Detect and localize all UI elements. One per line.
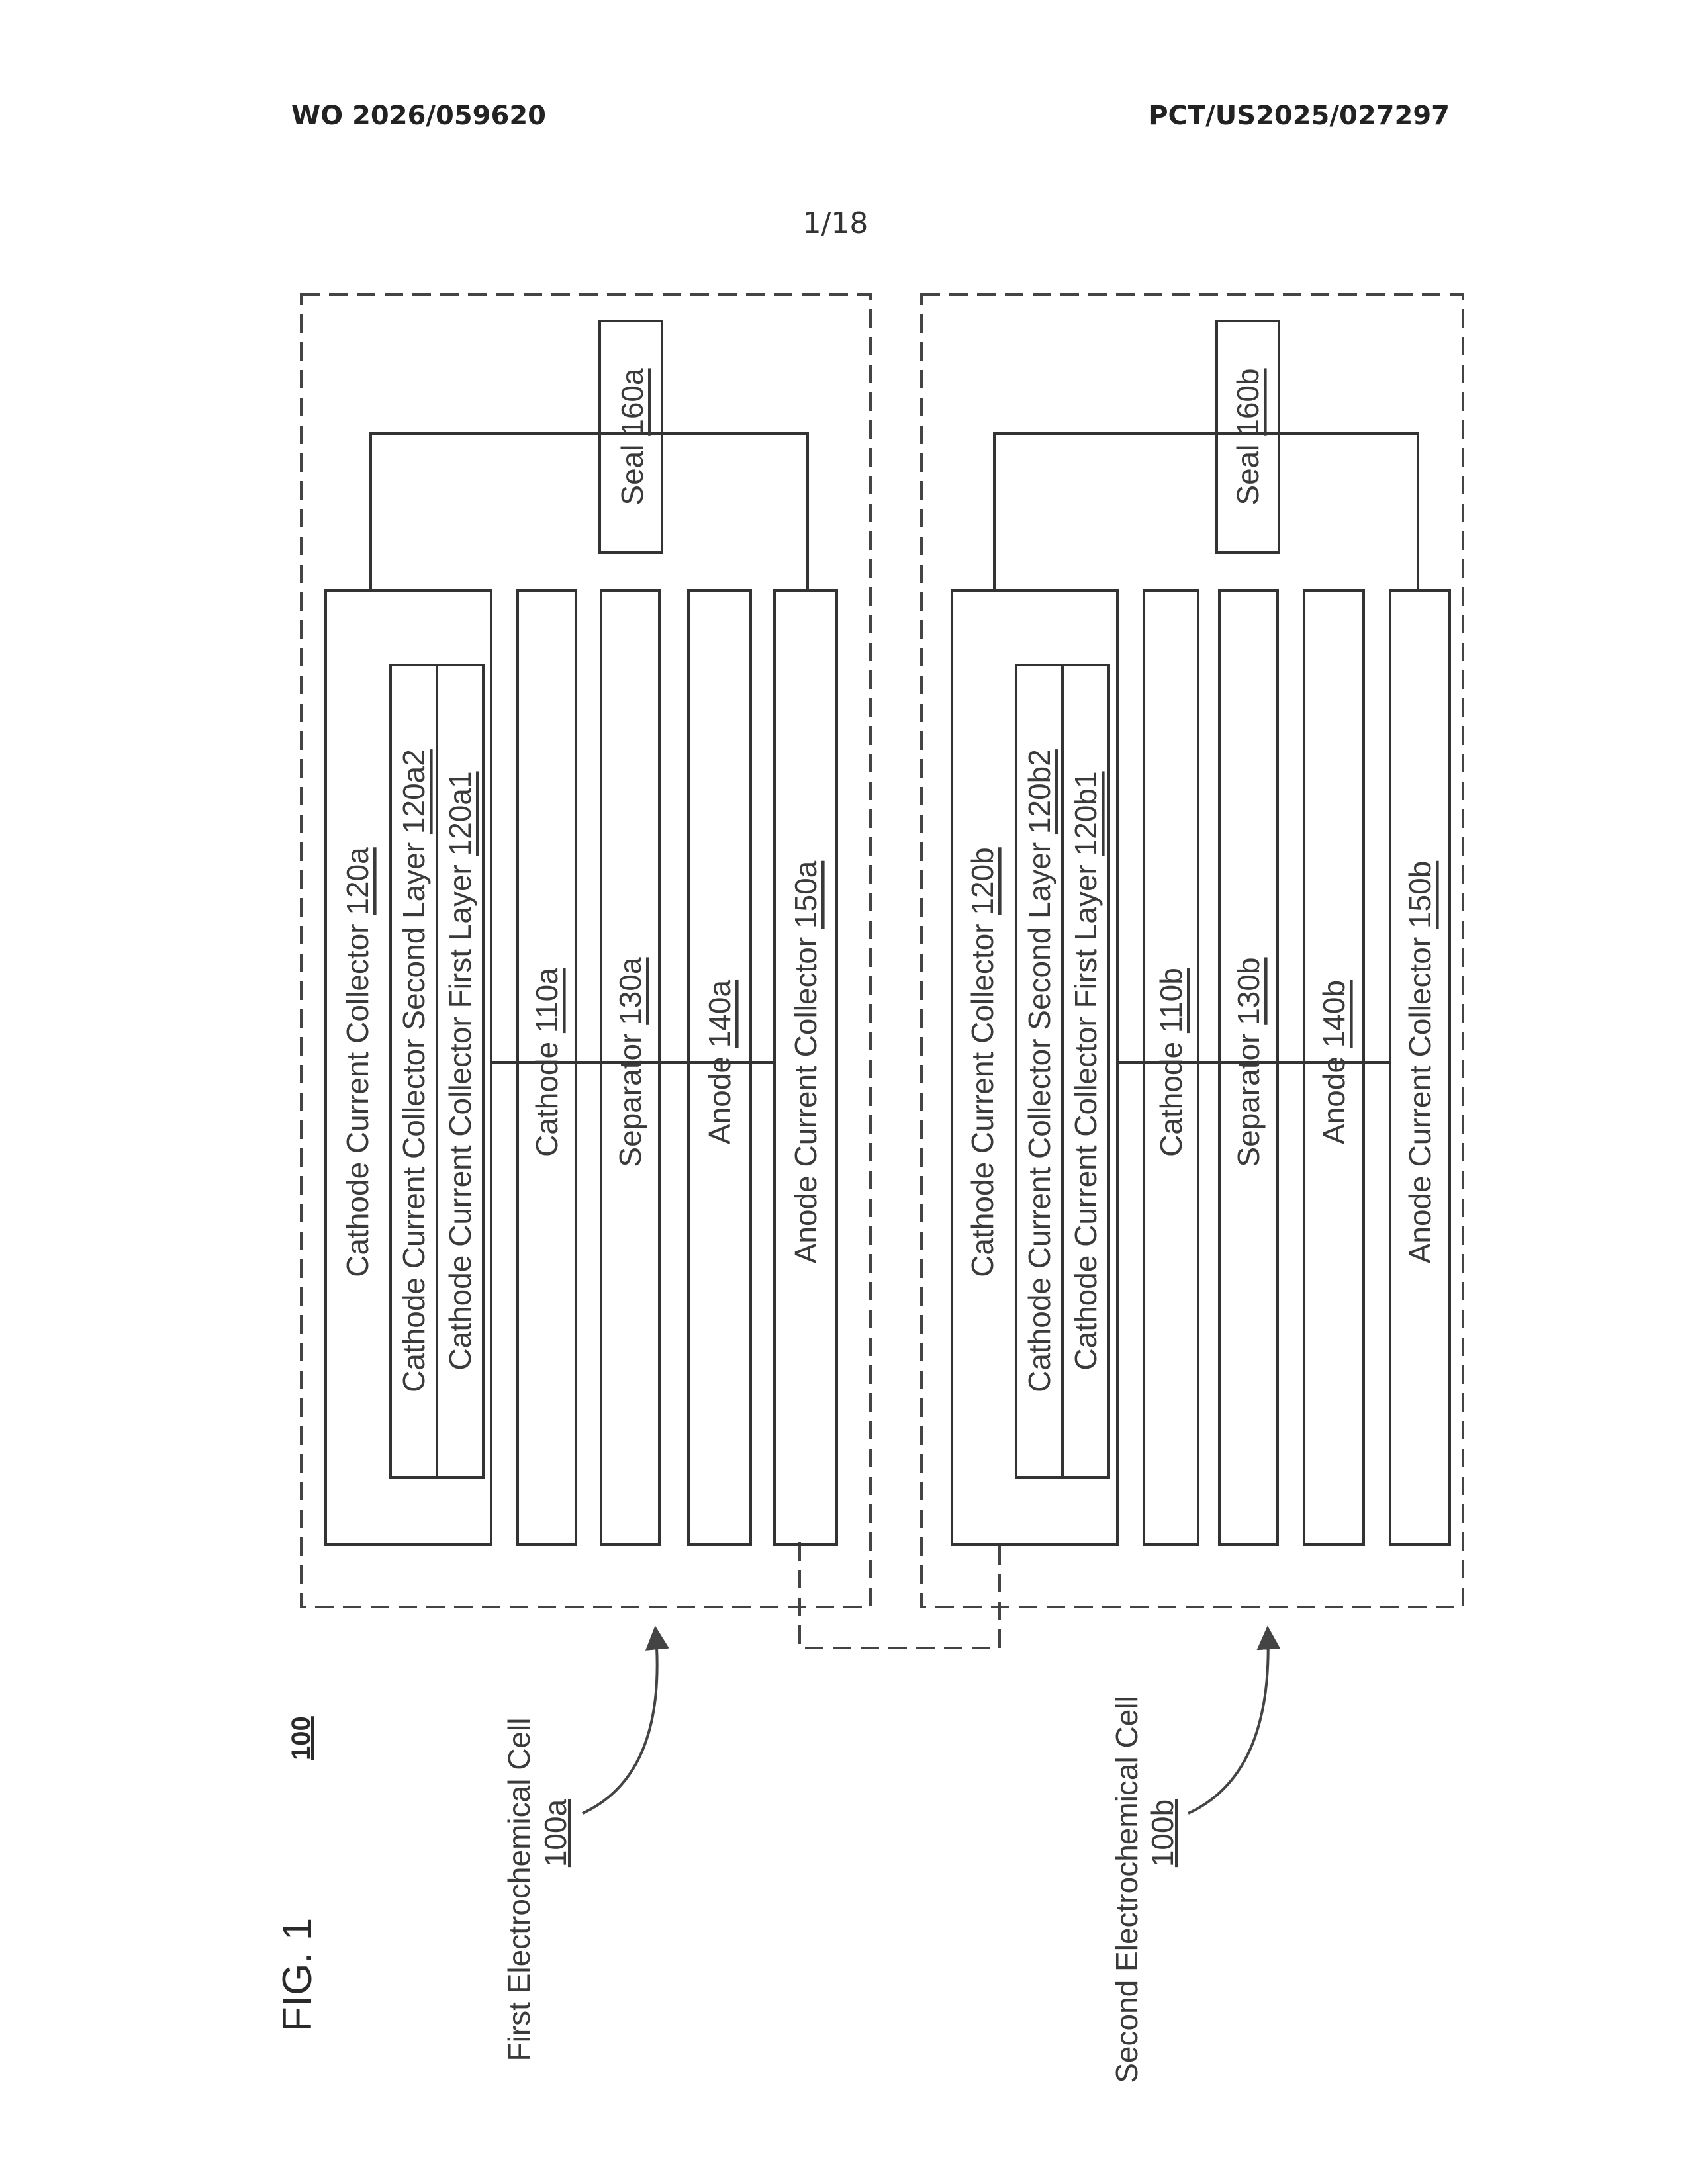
- cathode-current-collector-label-b: Cathode Current Collector 120b: [965, 847, 1000, 1277]
- cathode-label-b: Cathode 110b: [1154, 968, 1188, 1157]
- series-connection: [800, 1542, 1000, 1648]
- second-cell-caption: Second Electrochemical Cell: [1109, 1696, 1144, 2083]
- anode-current-collector-label-a: Anode Current Collector 150a: [788, 860, 823, 1263]
- first-cell-arrow: [583, 1628, 657, 1813]
- svg-text:Separator 130a: Separator 130a: [613, 957, 647, 1167]
- cathode-current-collector-first-layer-label-a: Cathode Current Collector First Layer 12…: [443, 771, 477, 1370]
- svg-text:First Electrochemical Cell: First Electrochemical Cell: [502, 1718, 536, 2062]
- sheet-number: 1/18: [803, 206, 868, 240]
- svg-text:FIG. 1: FIG. 1: [275, 1918, 320, 2032]
- figure-reference: 100: [287, 1716, 316, 1760]
- svg-text:Second Electrochemical Cell: Second Electrochemical Cell: [1109, 1696, 1144, 2083]
- second-cell-caption-ref: 100b: [1145, 1799, 1180, 1867]
- cathode-label-a: Cathode 110a: [530, 968, 564, 1157]
- seal-label-b: Seal 160b: [1231, 368, 1265, 505]
- svg-text:Cathode Current Collector 120b: Cathode Current Collector 120b: [965, 847, 1000, 1277]
- svg-text:Anode Current Collector 150b: Anode Current Collector 150b: [1403, 861, 1437, 1264]
- svg-text:Cathode 110b: Cathode 110b: [1154, 968, 1188, 1157]
- svg-text:Cathode Current Collector Seco: Cathode Current Collector Second Layer 1…: [397, 749, 431, 1392]
- svg-text:Separator 130b: Separator 130b: [1231, 957, 1266, 1167]
- anode-label-b: Anode 140b: [1317, 980, 1351, 1144]
- cathode-current-collector-first-layer-label-b: Cathode Current Collector First Layer 12…: [1068, 771, 1103, 1370]
- svg-text:Cathode Current Collector Seco: Cathode Current Collector Second Layer 1…: [1022, 749, 1056, 1392]
- figure-label: FIG. 1: [275, 1918, 320, 2032]
- anode-current-collector-label-b: Anode Current Collector 150b: [1403, 861, 1437, 1264]
- separator-label-a: Separator 130a: [613, 957, 647, 1167]
- svg-text:Anode 140b: Anode 140b: [1317, 980, 1351, 1144]
- svg-text:Seal 160b: Seal 160b: [1231, 368, 1265, 505]
- svg-text:Anode 140a: Anode 140a: [702, 980, 737, 1145]
- publication-number: WO 2026/059620: [291, 101, 546, 131]
- cathode-current-collector-label-a: Cathode Current Collector 120a: [340, 847, 375, 1277]
- second-electrochemical-cell: Seal 160b Cathode Current Collector 120b…: [952, 321, 1450, 1545]
- svg-text:Cathode Current Collector Firs: Cathode Current Collector First Layer 12…: [1068, 771, 1103, 1370]
- seal-label-a: Seal 160a: [615, 368, 649, 506]
- application-number: PCT/US2025/027297: [1149, 101, 1450, 131]
- cathode-current-collector-second-layer-label-b: Cathode Current Collector Second Layer 1…: [1022, 749, 1056, 1392]
- anode-label-a: Anode 140a: [702, 980, 737, 1145]
- first-electrochemical-cell: Seal 160a Cathode Current Collector 120a…: [326, 321, 837, 1545]
- svg-text:100a: 100a: [538, 1799, 573, 1867]
- first-cell-outline: [301, 295, 870, 1607]
- svg-text:Seal 160a: Seal 160a: [615, 368, 649, 506]
- svg-text:Anode Current Collector 150a: Anode Current Collector 150a: [788, 860, 823, 1263]
- svg-text:Cathode Current Collector 120a: Cathode Current Collector 120a: [340, 847, 375, 1277]
- svg-text:100: 100: [287, 1716, 316, 1760]
- cathode-current-collector-second-layer-label-a: Cathode Current Collector Second Layer 1…: [397, 749, 431, 1392]
- svg-text:Cathode 110a: Cathode 110a: [530, 968, 564, 1157]
- svg-text:100b: 100b: [1145, 1799, 1180, 1867]
- seal-lead-b: [994, 433, 1418, 590]
- first-cell-caption-ref: 100a: [538, 1799, 573, 1867]
- seal-lead-a: [371, 433, 808, 590]
- svg-text:Cathode Current Collector Firs: Cathode Current Collector First Layer 12…: [443, 771, 477, 1370]
- second-cell-outline: [921, 295, 1463, 1607]
- separator-label-b: Separator 130b: [1231, 957, 1266, 1167]
- first-cell-caption: First Electrochemical Cell: [502, 1718, 536, 2062]
- second-cell-arrow: [1188, 1628, 1268, 1813]
